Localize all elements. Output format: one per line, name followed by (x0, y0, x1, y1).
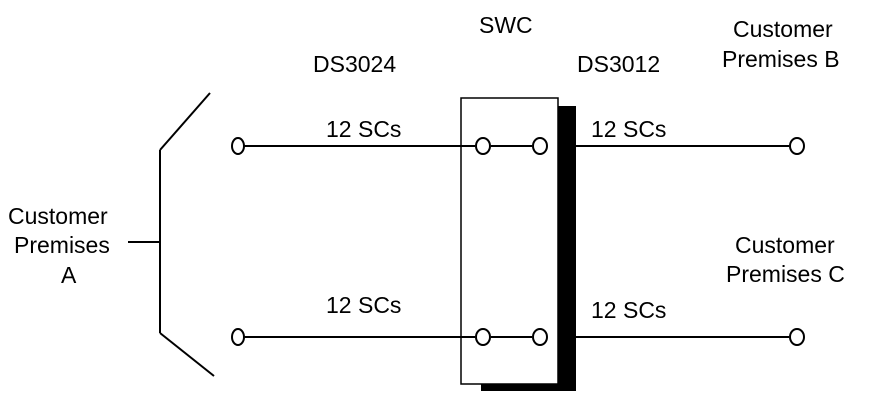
link-bottom-left-label: 12 SCs (326, 292, 401, 318)
swc-label: SWC (479, 12, 533, 38)
ds3024-label: DS3024 (313, 51, 396, 77)
premises-b-label-line2: Premises B (722, 46, 840, 72)
terminal-top-a (231, 137, 245, 155)
premises-a-label-line3: A (61, 262, 77, 288)
premises-c-label-line1: Customer (735, 232, 835, 258)
premises-a-fanout (128, 92, 215, 377)
terminal-top-swc-in (475, 137, 491, 155)
premises-b-label-line1: Customer (733, 16, 833, 42)
terminal-bottom-c (789, 328, 805, 346)
ds3012-label: DS3012 (577, 51, 660, 77)
terminal-bottom-swc-in (475, 328, 491, 346)
terminal-bottom-a (231, 328, 245, 346)
premises-a-label-line2: Premises (14, 232, 110, 258)
fanout-lower-diagonal (159, 332, 215, 377)
terminal-bottom-swc-out (532, 328, 548, 346)
premises-a-label-line1: Customer (8, 203, 108, 229)
terminal-top-swc-out (532, 137, 548, 155)
premises-c-label-line2: Premises C (726, 261, 845, 287)
link-top-right-label: 12 SCs (591, 116, 666, 142)
terminal-top-b (789, 137, 805, 155)
link-top-left-label: 12 SCs (326, 116, 401, 142)
top-circuit (231, 137, 805, 155)
fanout-upper-diagonal (159, 92, 211, 151)
swc-box-shadow-bottom (481, 384, 576, 391)
bottom-circuit (231, 328, 805, 346)
link-bottom-right-label: 12 SCs (591, 297, 666, 323)
swc-box-shadow (558, 106, 576, 391)
